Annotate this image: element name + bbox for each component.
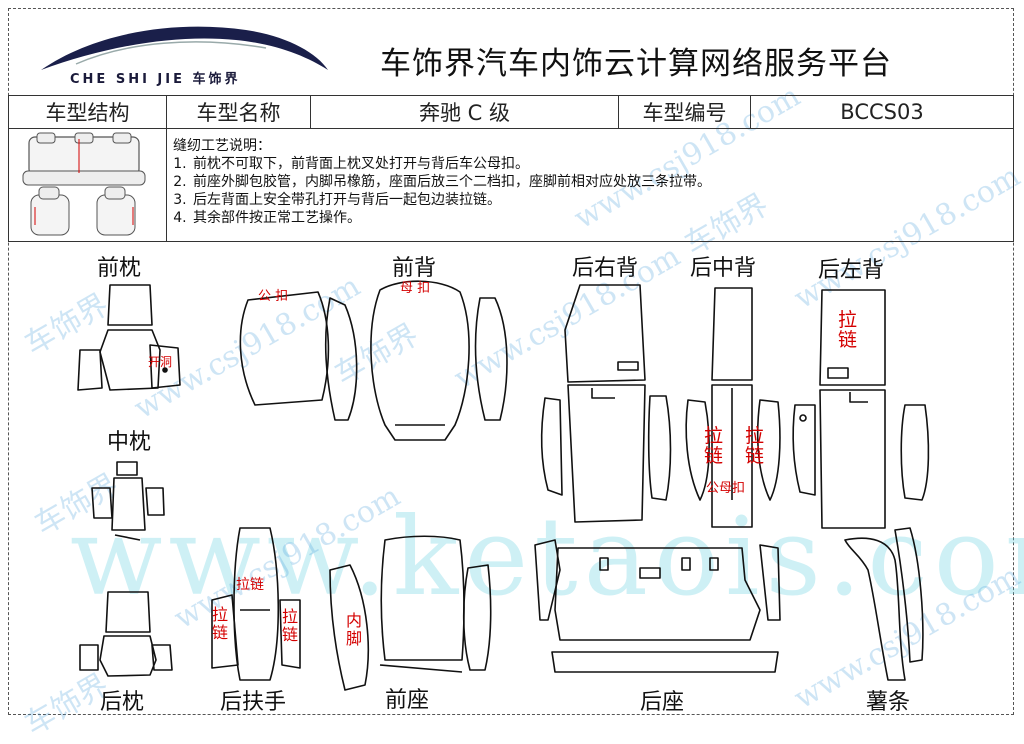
- label-front-back: 前背: [392, 256, 437, 281]
- notes-title: 缝纫工艺说明：: [173, 138, 271, 154]
- rear-armrest-pieces: [211, 527, 301, 681]
- front-headrest-pieces: [77, 284, 181, 391]
- notes-item: 前座外脚包胶管，内脚吊橡筋，座面后放三个二档扣，座脚前相对应处放三条拉带。: [191, 173, 1013, 191]
- label-front-headrest: 前枕: [97, 256, 142, 281]
- notes-list: 前枕不可取下，前背面上枕叉处打开与背后车公母扣。 前座外脚包胶管，内脚吊橡筋，座…: [167, 155, 1013, 227]
- mark-lalian: 拉链: [212, 605, 229, 642]
- notes-item: 其余部件按正常工艺操作。: [191, 209, 1013, 227]
- rear-mid-back-pieces: [685, 287, 781, 528]
- mark-lalian: 拉链: [745, 425, 765, 467]
- mark-mukou: 母 扣: [400, 281, 431, 296]
- label-mid-headrest: 中枕: [107, 430, 152, 455]
- label-rear-armrest: 后扶手: [220, 690, 287, 715]
- name-value: 奔驰 C 级: [310, 95, 619, 129]
- mark-neijiao: 内脚: [346, 611, 363, 648]
- logo-car-swoosh-icon: [41, 26, 328, 70]
- structure-thumbnail: [8, 128, 167, 242]
- label-rear-right-back: 后右背: [572, 256, 639, 281]
- mark-gongkou: 公 扣: [258, 289, 289, 304]
- code-value: BCCS03: [750, 95, 1014, 129]
- sewing-notes: 缝纫工艺说明： 前枕不可取下，前背面上枕叉处打开与背后车公母扣。 前座外脚包胶管…: [166, 128, 1014, 242]
- label-front-seat: 前座: [385, 688, 430, 713]
- label-rear-seat: 后座: [640, 690, 685, 715]
- strip-pieces: [844, 527, 924, 681]
- site-title: 车饰界汽车内饰云计算网络服务平台: [380, 46, 892, 82]
- front-seat-pieces: [329, 535, 492, 691]
- name-label: 车型名称: [166, 95, 311, 129]
- label-strip: 薯条: [866, 690, 911, 715]
- label-rear-mid-back: 后中背: [690, 256, 757, 281]
- rear-left-back-pieces: [792, 289, 930, 529]
- label-rear-headrest: 后枕: [100, 690, 145, 715]
- rear-seat-pieces: [534, 539, 781, 673]
- pattern-pieces: [77, 280, 930, 691]
- rear-right-back-pieces: [540, 284, 672, 523]
- mark-lalian: 拉链: [838, 309, 858, 351]
- mark-lalian: 拉链: [704, 425, 724, 467]
- rear-headrest-pieces: [79, 591, 173, 677]
- label-rear-left-back: 后左背: [818, 258, 885, 283]
- mark-kaidong: 开洞: [148, 355, 173, 369]
- logo-text: CHE SHI JIE 车饰界: [70, 72, 241, 87]
- mark-lalian: 拉链: [236, 577, 264, 593]
- mark-lalian: 拉链: [282, 607, 299, 644]
- page-frame: [8, 8, 1014, 715]
- front-back-pieces: [239, 280, 508, 441]
- code-label: 车型编号: [618, 95, 751, 129]
- notes-item: 后左背面上安全带孔打开与背后一起包边装拉链。: [191, 191, 1013, 209]
- mid-headrest-pieces: [91, 461, 165, 541]
- info-table: 车型结构 车型名称 奔驰 C 级 车型编号 BCCS03 缝纫工艺说明: [8, 95, 1014, 242]
- seat-structure-thumbnail: [22, 132, 146, 236]
- header: CHE SHI JIE 车饰界 车饰界汽车内饰云计算网络服务平台: [8, 8, 1014, 96]
- notes-item: 前枕不可取下，前背面上枕叉处打开与背后车公母扣。: [191, 155, 1013, 173]
- mark-gongmukou: 公母扣: [706, 481, 746, 496]
